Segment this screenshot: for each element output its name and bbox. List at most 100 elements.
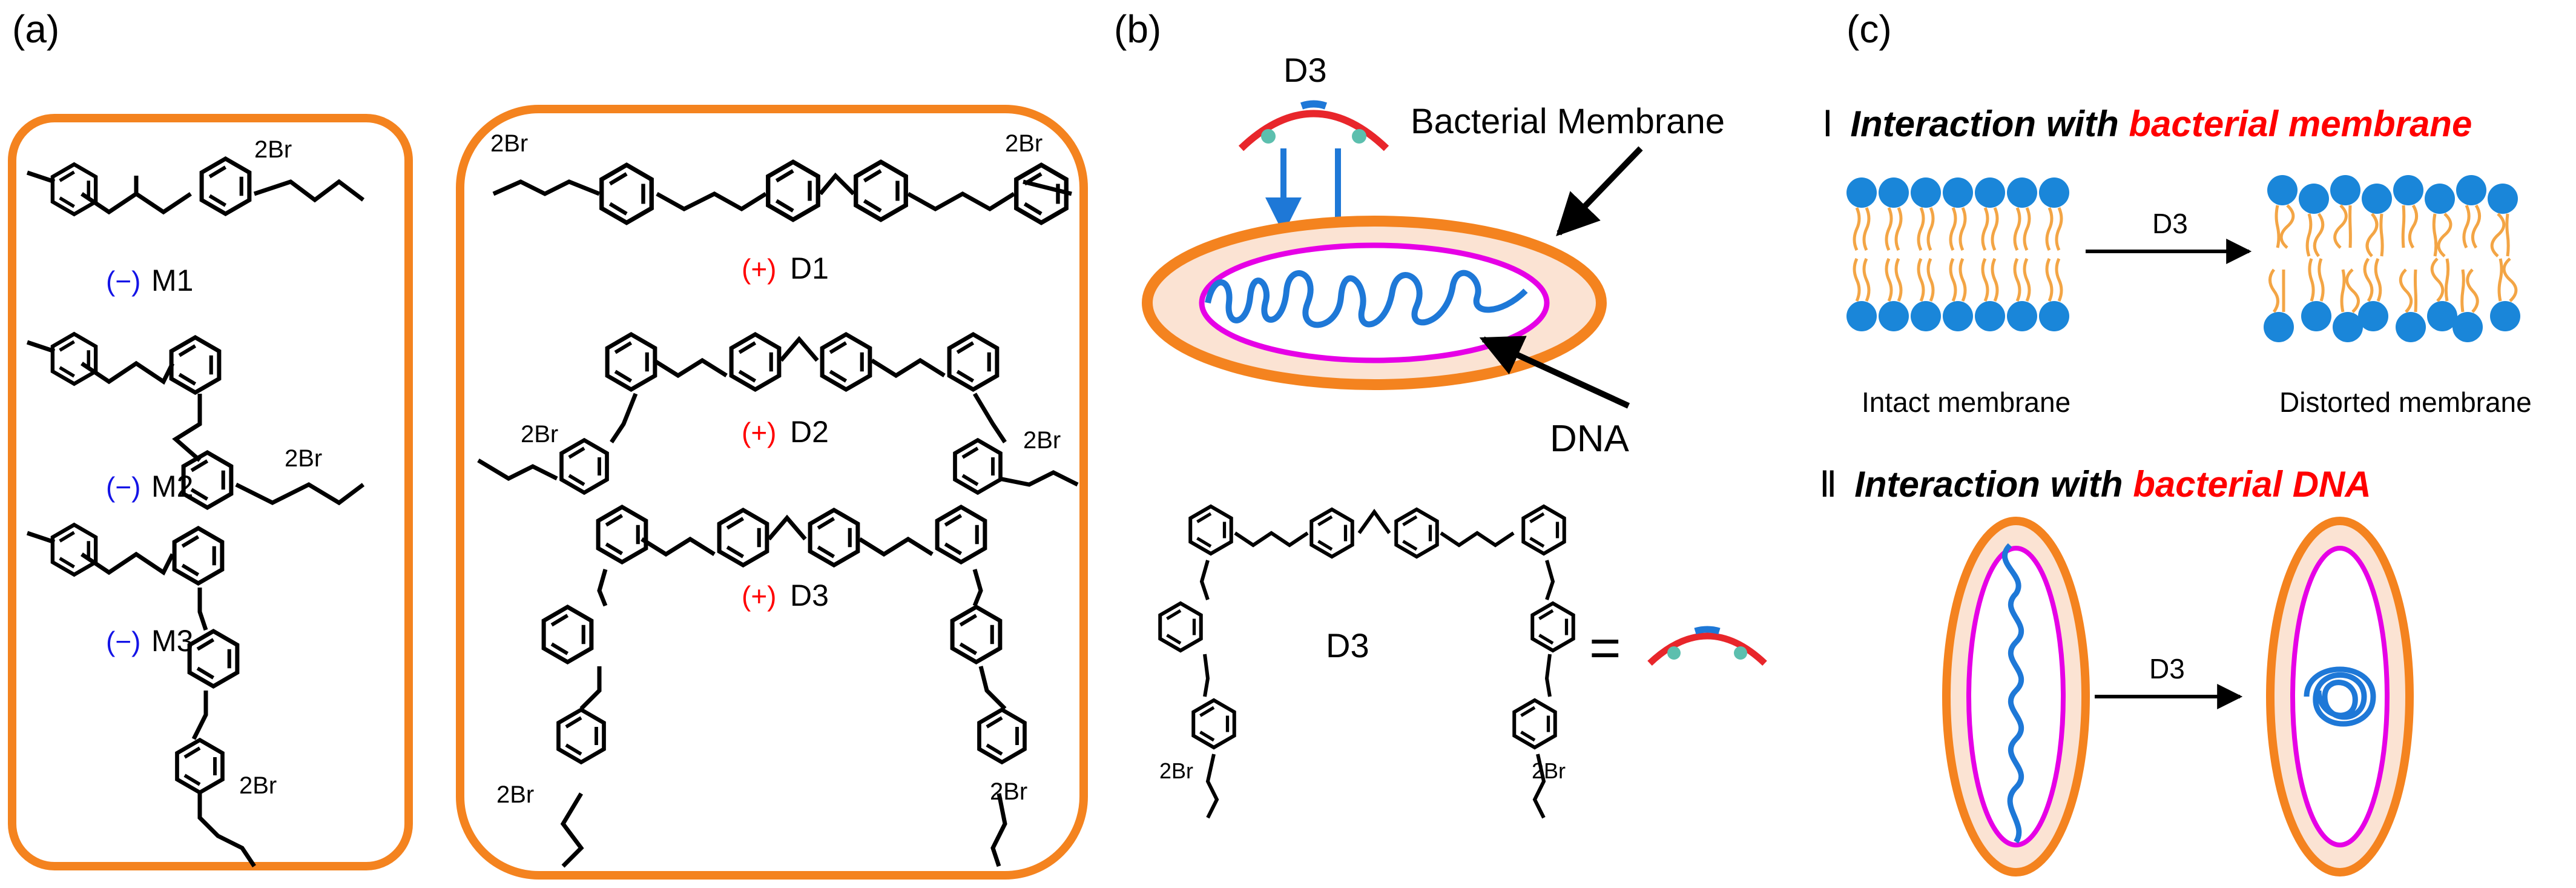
lipid-head [2425, 184, 2455, 214]
lipid-head [2039, 177, 2069, 208]
ligand-label: D3 [1283, 51, 1327, 89]
lipid-tail [2471, 204, 2482, 249]
lipid-head [2427, 301, 2457, 331]
structure-m3 [26, 531, 256, 867]
structure-d1 [492, 172, 1072, 212]
d2-ring-6 [955, 440, 1001, 493]
panel-c-label: (c) [1846, 7, 1892, 51]
ligand-arc-icon [1238, 100, 1389, 151]
lipid-head [2333, 312, 2363, 342]
m2-ring-2 [171, 337, 219, 393]
lipid-tail [1981, 257, 1989, 302]
lipid-tail [2268, 268, 2279, 313]
lipid-tail [2505, 213, 2510, 257]
membrane-pointer [1556, 146, 1643, 237]
m1-name: M1 [151, 263, 193, 297]
lipid-head [2267, 175, 2298, 205]
lipid-tail [2275, 205, 2281, 248]
d2-ring-5 [562, 440, 607, 493]
lipid-tail [1853, 207, 1861, 251]
d3-counterion-left: 2Br [496, 781, 534, 808]
lipid-tail [2497, 258, 2503, 302]
lipid-tail [2023, 207, 2031, 251]
lipid-tail [2444, 258, 2450, 302]
lipid-tail [1917, 257, 1925, 302]
d1-ring-2 [768, 162, 819, 219]
d3-ring-7 [559, 710, 604, 763]
m3-ring-2 [174, 528, 222, 583]
lipid-tail [2466, 268, 2479, 313]
m3-sign: (−) [106, 626, 141, 657]
m2-ring-1 [53, 334, 96, 383]
equals-sign: = [1589, 618, 1621, 678]
lipid-tail [2305, 213, 2313, 257]
lipid-tail [1862, 207, 1871, 251]
lipid-head [1943, 301, 1973, 331]
dna-extended-icon [2002, 543, 2024, 844]
d2-name: D2 [790, 415, 829, 449]
lipid-tail [2437, 213, 2452, 257]
section1-numeral: Ⅰ [1822, 104, 1833, 144]
m1-ring-1 [53, 164, 96, 214]
d3-sign: (+) [742, 580, 777, 612]
lipid-tail [1991, 257, 1999, 302]
section2-highlight: bacterial DNA [2133, 464, 2371, 505]
dimer-box [456, 105, 1088, 880]
lipid-head [1879, 301, 1909, 331]
d3b-ring-6 [1532, 603, 1573, 651]
lipid-tail [2502, 257, 2518, 302]
lipid-head [1879, 177, 1909, 208]
lipid-tail [1949, 207, 1957, 251]
d3-ring-8 [980, 710, 1025, 763]
section2-title: Ⅱ Interaction with bacterial DNA [1819, 464, 2371, 505]
d2-ring-2 [731, 334, 779, 389]
lipid-tail [1885, 207, 1893, 251]
lipid-tail [2490, 213, 2506, 257]
lipid-head [2299, 184, 2329, 214]
d2-ring-1 [607, 334, 655, 389]
lipid-tail [1853, 257, 1861, 302]
section1-title: Ⅰ Interaction with bacterial membrane [1822, 104, 2472, 144]
d2-sign: (+) [742, 417, 777, 448]
lipid-tail [1862, 257, 1871, 302]
lipid-tail [2413, 269, 2418, 313]
lipid-tail [2340, 269, 2346, 313]
dna-arrow-label: D3 [2149, 653, 2185, 684]
lipid-head [2452, 312, 2483, 342]
lipid-head [2264, 312, 2294, 342]
lipid-tail [2045, 207, 2054, 251]
lipid-head [1975, 301, 2005, 331]
d1-ring-3 [856, 162, 906, 219]
lipid-tail [2333, 204, 2348, 249]
lipid-tail [2374, 257, 2382, 302]
lipid-tail [2013, 207, 2021, 251]
structure-m2 [26, 340, 365, 506]
d3b-counterion-right: 2Br [1532, 758, 1566, 783]
lipid-tail [1949, 257, 1957, 302]
lipid-tail [1991, 207, 1999, 251]
membrane-label: Bacterial Membrane [1411, 102, 1725, 141]
m1-counterion: 2Br [254, 136, 292, 163]
structure-m1 [26, 170, 365, 215]
lipid-tail [2317, 258, 2325, 302]
lipid-tail [2345, 268, 2360, 313]
m3-ring-4 [177, 740, 223, 793]
lipid-head [1846, 301, 1877, 331]
lipid-tail [2055, 207, 2063, 251]
lipid-tail [1917, 207, 1925, 251]
d3b-ring-1 [1190, 506, 1231, 554]
lipid-tail [1958, 207, 1967, 251]
d3b-ring-8 [1514, 700, 1555, 747]
structure-d2 [477, 336, 1079, 487]
d1-counterion-left: 2Br [490, 130, 528, 157]
lipid-tail [2379, 213, 2384, 257]
d3b-ring-7 [1193, 700, 1234, 747]
intact-label: Intact membrane [1862, 386, 2070, 418]
d2-ring-4 [949, 334, 997, 389]
m3-ring-1 [53, 525, 96, 574]
lipid-tail [1981, 207, 1989, 251]
d2-ring-3 [822, 334, 870, 389]
d3-ring-5 [544, 607, 591, 662]
lipid-tail [2460, 269, 2465, 313]
lipid-head [2301, 301, 2331, 331]
